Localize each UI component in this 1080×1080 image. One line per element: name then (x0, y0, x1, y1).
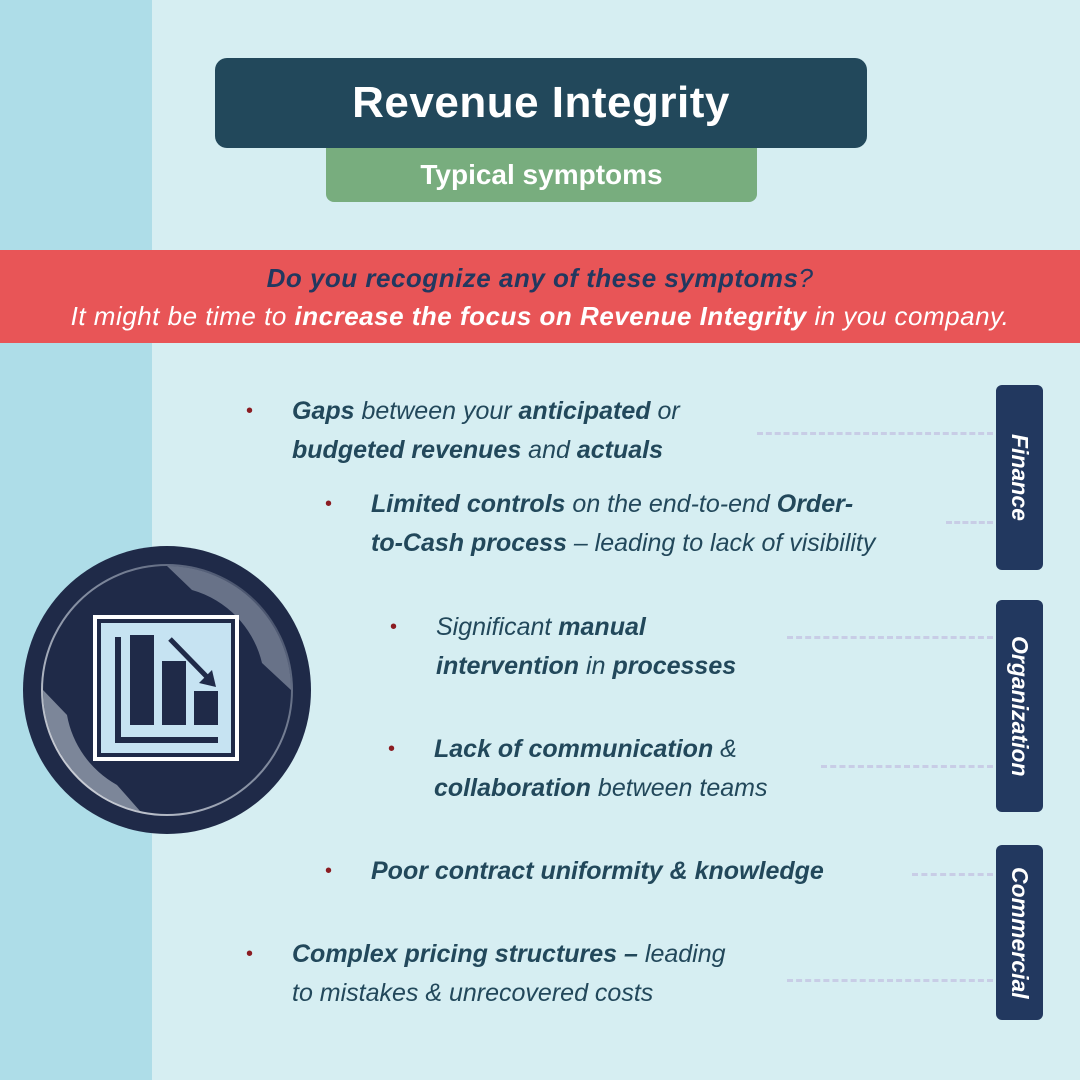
symptom-item: • Poor contract uniformity & knowledge (325, 852, 824, 891)
symptom-item: • Gaps between your anticipated or budgete… (246, 392, 680, 470)
symptom-text-line: Gaps between your anticipated or (292, 397, 680, 425)
declining-bar-chart-icon (22, 545, 312, 835)
symptom-text-line: to mistakes & unrecovered costs (292, 979, 654, 1007)
connector-line (787, 636, 993, 639)
bullet-icon: • (325, 860, 333, 882)
page-subtitle: Typical symptoms (420, 159, 663, 190)
category-label: Commercial (1007, 866, 1033, 999)
question-banner: Do you recognize any of these symptoms? … (0, 250, 1080, 343)
symptom-text-line: Poor contract uniformity & knowledge (371, 857, 824, 885)
symptom-text-line: Complex pricing structures – leading (292, 940, 726, 968)
connector-line (912, 873, 993, 876)
bullet-icon: • (390, 616, 398, 638)
category-organization: Organization (996, 600, 1043, 812)
symptom-text-line: intervention in processes (436, 652, 737, 680)
symptom-text-line: to-Cash process – leading to lack of vis… (371, 529, 876, 557)
bullet-icon: • (325, 493, 333, 515)
banner-question: Do you recognize any of these symptoms? (266, 263, 814, 293)
subtitle-banner: Typical symptoms (326, 148, 757, 202)
bullet-icon: • (246, 943, 254, 965)
banner-suggestion: It might be time to increase the focus o… (70, 301, 1010, 331)
connector-line (757, 432, 993, 435)
connector-line (787, 979, 993, 982)
bullet-icon: • (246, 400, 254, 422)
symptom-item: • Limited controls on the end-to-end Orde… (325, 485, 876, 563)
symptom-text-line: budgeted revenues and actuals (292, 436, 664, 464)
symptom-item: • Lack of communication & collaboration be… (388, 730, 768, 808)
left-accent-strip (0, 0, 152, 1080)
category-label: Organization (1007, 635, 1033, 777)
connector-line (946, 521, 993, 524)
bullet-icon: • (388, 738, 396, 760)
page-title: Revenue Integrity (352, 78, 730, 127)
category-label: Finance (1007, 434, 1033, 521)
symptom-item: • Complex pricing structures – leading to … (246, 935, 726, 1013)
category-commercial: Commercial (996, 845, 1043, 1020)
connector-line (821, 765, 993, 768)
symptom-text-line: Significant manual (436, 613, 646, 641)
symptom-item: • Significant manual intervention in proce… (390, 608, 737, 686)
symptom-text-line: collaboration between teams (434, 774, 768, 802)
category-finance: Finance (996, 385, 1043, 570)
symptom-text-line: Limited controls on the end-to-end Order… (371, 490, 854, 518)
title-banner: Revenue Integrity (215, 58, 867, 148)
symptom-text-line: Lack of communication & (434, 735, 737, 763)
